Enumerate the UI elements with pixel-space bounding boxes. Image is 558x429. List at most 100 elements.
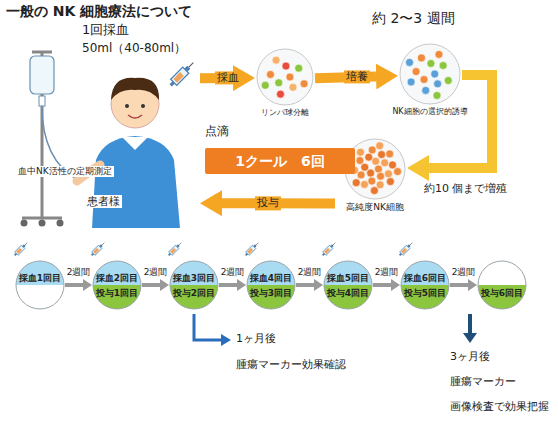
session-text: 採血6回目	[400, 273, 450, 284]
interval-arrow	[65, 283, 83, 287]
cell-dot	[300, 80, 308, 88]
patient-hair	[111, 78, 159, 100]
cell-dot	[275, 79, 283, 87]
patient-eye	[141, 104, 145, 108]
cell-dot	[368, 177, 376, 185]
cell-dot	[282, 62, 290, 70]
session-ring	[170, 261, 218, 309]
wheel	[21, 220, 28, 227]
cell-dish: NK細胞の選択的誘導	[390, 43, 470, 123]
cell-dot	[295, 64, 303, 72]
edge-label: 2週間	[450, 267, 478, 278]
followup-bracket	[194, 314, 222, 340]
cell-dot	[407, 78, 415, 86]
session-ring	[247, 261, 295, 309]
session-text: 採血3回目	[169, 273, 219, 284]
cell-dot	[368, 146, 376, 154]
syringe-icon	[244, 241, 260, 257]
patient-collar	[122, 137, 148, 150]
patient-figure: 患者様	[15, 45, 200, 230]
cell-dot	[360, 180, 368, 188]
volume-note: 50ml（40-80ml）	[82, 41, 186, 55]
session-outline	[15, 260, 65, 310]
cell-dot	[412, 68, 420, 76]
syringe-icon	[167, 241, 183, 257]
cell-dot	[386, 150, 394, 158]
edge-label: 2週間	[142, 267, 170, 278]
dish-outline	[250, 48, 320, 106]
cell-caption: NK細胞の選択的誘導	[392, 107, 467, 117]
followup-note: 腫瘍マーカー	[450, 375, 516, 388]
draw-half	[93, 261, 141, 285]
cell-dot	[261, 81, 269, 89]
draw-half	[324, 261, 372, 285]
draw-half	[170, 261, 218, 285]
cell-dot	[356, 156, 364, 164]
edge-label: 採血	[215, 72, 241, 85]
interval-arrow	[450, 283, 468, 287]
session-ring	[401, 261, 449, 309]
cell-dot	[374, 165, 382, 173]
drawing-part	[247, 261, 295, 309]
cell-dot	[386, 178, 394, 186]
band-text: 1クール 6回	[205, 153, 355, 170]
patient-eye	[125, 104, 129, 108]
cell-dot	[276, 90, 284, 98]
cell-dot	[361, 163, 369, 171]
drawing-part	[65, 75, 492, 285]
session-ring	[93, 261, 141, 309]
cell-dot	[384, 170, 392, 178]
session-circle: 採血4回目投与3回目	[246, 260, 296, 310]
session-ring	[324, 261, 372, 309]
cell-dot	[444, 77, 452, 85]
session-circle: 採血5回目投与4回目	[323, 260, 373, 310]
draw-half	[478, 261, 526, 285]
session-outline	[323, 260, 373, 310]
session-outline	[92, 260, 142, 310]
syringe-icon	[13, 241, 29, 257]
followup-arrow	[468, 314, 472, 334]
patient-body	[92, 136, 180, 228]
cell-dot	[272, 56, 280, 64]
dose-half	[93, 285, 141, 309]
session-circle: 採血6回目投与5回目	[400, 260, 450, 310]
drip-chamber	[39, 96, 45, 106]
course-band: 1クール 6回	[205, 148, 355, 174]
diagram-title: 一般の NK 細胞療法について	[6, 3, 192, 20]
cell-dot	[422, 86, 430, 94]
session-text: 投与3回目	[246, 288, 296, 299]
cell-dot	[289, 83, 297, 91]
cell-dot	[434, 80, 442, 88]
session-outline	[477, 260, 527, 310]
followup-label: 3ヶ月後	[450, 350, 490, 363]
cell-dot	[439, 62, 447, 70]
session-text: 投与2回目	[169, 288, 219, 299]
cell-dot	[266, 70, 274, 78]
cell-caption: リンパ球分離	[261, 108, 309, 118]
cell-dot	[381, 159, 389, 167]
syringe-icon	[321, 241, 337, 257]
cell-dot	[389, 161, 397, 169]
session-text: 投与4回目	[323, 288, 373, 299]
interval-arrow	[142, 283, 160, 287]
session-text: 投与6回目	[477, 288, 527, 299]
draw-half	[247, 261, 295, 285]
session-circle: 採血3回目投与2回目	[169, 260, 219, 310]
edge-label: 2週間	[65, 267, 93, 278]
cell-dot	[417, 54, 425, 62]
followup-note: 腫瘍マーカー効果確認	[236, 358, 346, 371]
syringe-icon	[90, 241, 106, 257]
cell-dot	[372, 157, 380, 165]
followup-label: 1ヶ月後	[236, 332, 276, 345]
cell-dot	[427, 60, 435, 68]
iv-hook	[32, 51, 52, 54]
edge-label: 2週間	[219, 267, 247, 278]
patient-mouth	[128, 115, 142, 118]
pole-base	[22, 217, 62, 220]
drawing-part	[16, 261, 64, 309]
session-ring	[478, 261, 526, 309]
drip-label: 点滴	[205, 124, 229, 138]
session-outline	[169, 260, 219, 310]
dish-circle	[400, 44, 460, 104]
